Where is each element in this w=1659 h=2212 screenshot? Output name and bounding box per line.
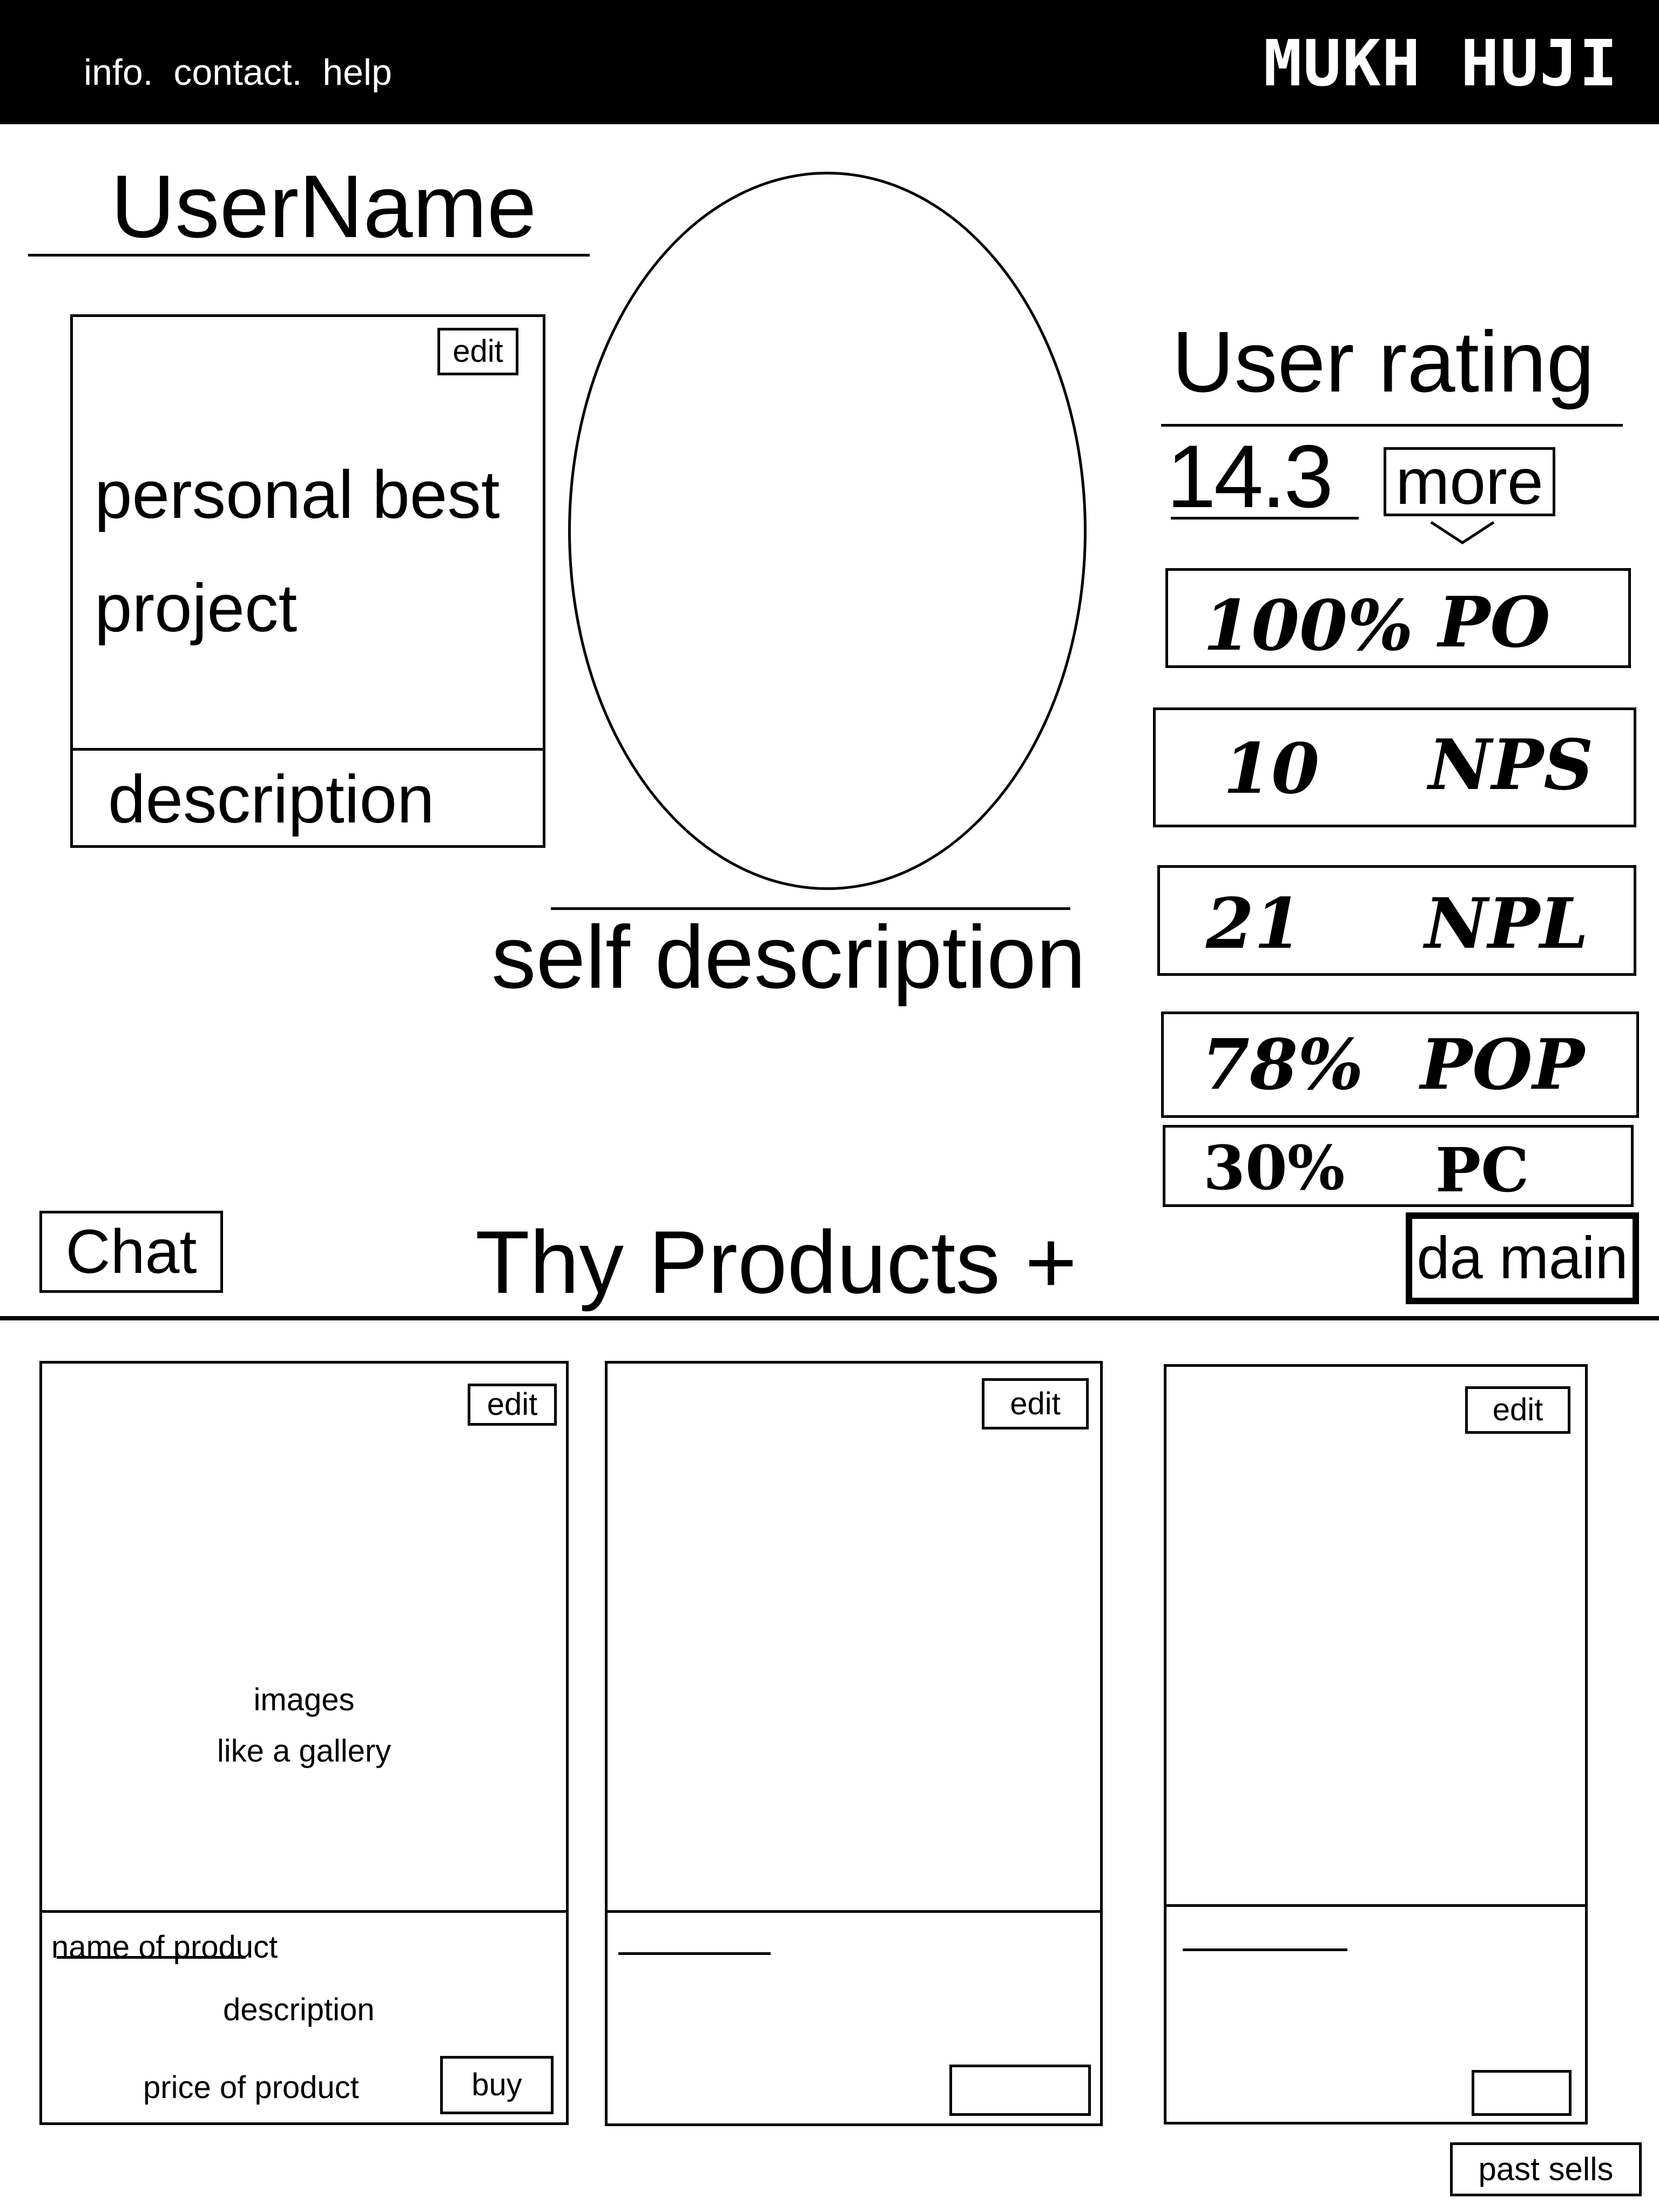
product-card[interactable]: edit — [1164, 1364, 1588, 2125]
rating-title-underline — [1161, 424, 1623, 427]
rating-title: User rating — [1172, 313, 1595, 410]
stat-npl: 21 NPL — [1157, 865, 1636, 976]
gallery-line-2: like a gallery — [217, 1734, 392, 1769]
product-edit-button[interactable]: edit — [982, 1378, 1089, 1429]
product-edit-button[interactable]: edit — [468, 1384, 557, 1426]
stat-label: PO — [1438, 582, 1550, 663]
stat-label: PC — [1435, 1135, 1529, 1206]
avatar[interactable] — [568, 172, 1087, 890]
product-name-underline — [57, 1956, 246, 1959]
products-title[interactable]: Thy Products + — [475, 1212, 1077, 1312]
buy-button[interactable] — [949, 2065, 1091, 2116]
da-main-button[interactable]: da main — [1406, 1212, 1639, 1304]
project-title-line-2: project — [95, 571, 298, 646]
gallery-line-1: images — [253, 1682, 355, 1717]
product-card[interactable]: edit images like a gallery name of produ… — [39, 1361, 569, 2125]
self-description: self description — [491, 907, 1086, 1007]
project-description-area: description — [73, 748, 543, 848]
product-name-placeholder — [1183, 1948, 1347, 1951]
stat-value: 78% — [1202, 1024, 1364, 1105]
top-bar: info. contact. help MUKH HUJI — [0, 0, 1659, 124]
self-description-line — [551, 907, 1070, 910]
stat-value: 100% — [1203, 585, 1413, 666]
project-description: description — [108, 762, 435, 837]
project-card[interactable]: edit personal best project description — [70, 314, 545, 848]
product-card-divider — [42, 1910, 566, 1913]
chevron-down-icon[interactable] — [1430, 521, 1495, 545]
stat-pc: 30% PC — [1163, 1125, 1634, 1207]
product-card-divider — [1166, 1904, 1585, 1907]
stat-value: 30% — [1203, 1133, 1345, 1204]
project-edit-button[interactable]: edit — [437, 328, 518, 375]
buy-button[interactable] — [1472, 2070, 1572, 2116]
past-sells-button[interactable]: past sells — [1450, 2142, 1642, 2196]
product-gallery[interactable]: images like a gallery — [42, 1674, 566, 1777]
stat-label: POP — [1420, 1024, 1584, 1105]
stat-value: 21 — [1206, 884, 1303, 965]
chat-button[interactable]: Chat — [39, 1211, 223, 1293]
username-underline — [28, 254, 590, 257]
buy-button[interactable]: buy — [440, 2056, 554, 2114]
stat-po: 100% PO — [1165, 568, 1631, 668]
product-name-placeholder — [618, 1952, 771, 1955]
nav-links[interactable]: info. contact. help — [84, 52, 392, 93]
username: UserName — [111, 157, 537, 256]
project-title-line-1: personal best — [95, 457, 500, 532]
stat-value: 10 — [1223, 729, 1320, 810]
more-button[interactable]: more — [1384, 447, 1555, 516]
stat-pop: 78% POP — [1161, 1011, 1639, 1118]
product-description: description — [223, 1992, 375, 2027]
rating-value: 14.3 — [1166, 427, 1333, 526]
section-divider — [0, 1316, 1659, 1320]
project-title: personal best project — [95, 439, 500, 665]
product-price: price of product — [143, 2070, 359, 2105]
stat-label: NPL — [1425, 884, 1589, 965]
stat-label: NPS — [1428, 725, 1594, 806]
product-card-divider — [608, 1910, 1100, 1913]
stat-nps: 10 NPS — [1153, 707, 1636, 827]
product-card[interactable]: edit — [605, 1361, 1103, 2126]
rating-value-underline — [1171, 517, 1359, 520]
product-edit-button[interactable]: edit — [1465, 1386, 1570, 1434]
brand-logo[interactable]: MUKH HUJI — [1263, 26, 1618, 100]
